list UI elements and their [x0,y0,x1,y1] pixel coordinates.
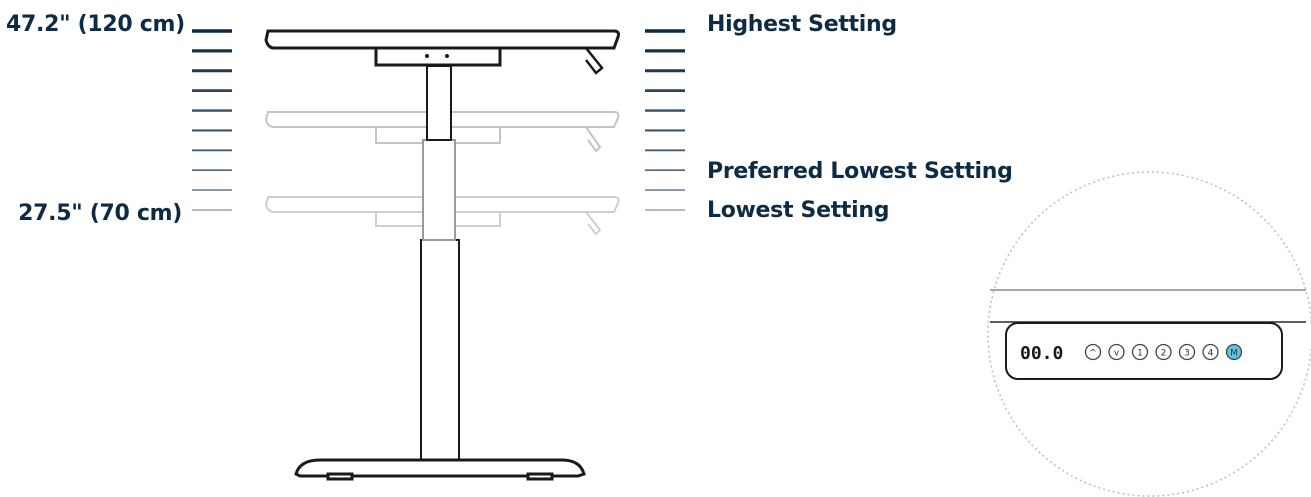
panel-button-label: M [1230,349,1238,359]
preset-2-button[interactable]: 2 [1155,343,1172,361]
lowest-setting-label: Lowest Setting [707,198,890,223]
desk-top-highest [264,29,620,75]
preset-3-button[interactable]: 3 [1178,343,1196,361]
panel-button-label: 3 [1184,349,1190,359]
desk-base [294,458,586,481]
preferred-lowest-setting-label: Preferred Lowest Setting [707,159,1013,184]
panel-button-label: ^ [1089,349,1097,359]
max-height-label: 47.2" (120 cm) [6,12,185,37]
panel-button-label: v [1114,349,1120,359]
preset-4-button[interactable]: 4 [1202,343,1219,361]
left-height-scale [192,29,232,211]
min-height-label: 27.5" (70 cm) [18,201,182,226]
control-panel-buttons: 00.0 ^ v 1 2 3 4 M [1020,343,1243,364]
frame-bolt [445,54,449,58]
highest-setting-label: Highest Setting [707,12,897,37]
panel-button-label: 4 [1208,349,1214,359]
desk-column [420,65,460,461]
control-panel-zoom [987,171,1311,497]
memory-button[interactable]: M [1225,343,1243,361]
height-display: 00.0 [1020,343,1063,364]
panel-button-label: 1 [1137,349,1143,359]
panel-button-label: 2 [1161,349,1167,359]
right-height-scale [645,29,685,211]
frame-bolt [425,54,429,58]
down-button[interactable]: v [1108,343,1125,361]
preset-1-button[interactable]: 1 [1131,343,1149,361]
up-button[interactable]: ^ [1084,343,1102,361]
